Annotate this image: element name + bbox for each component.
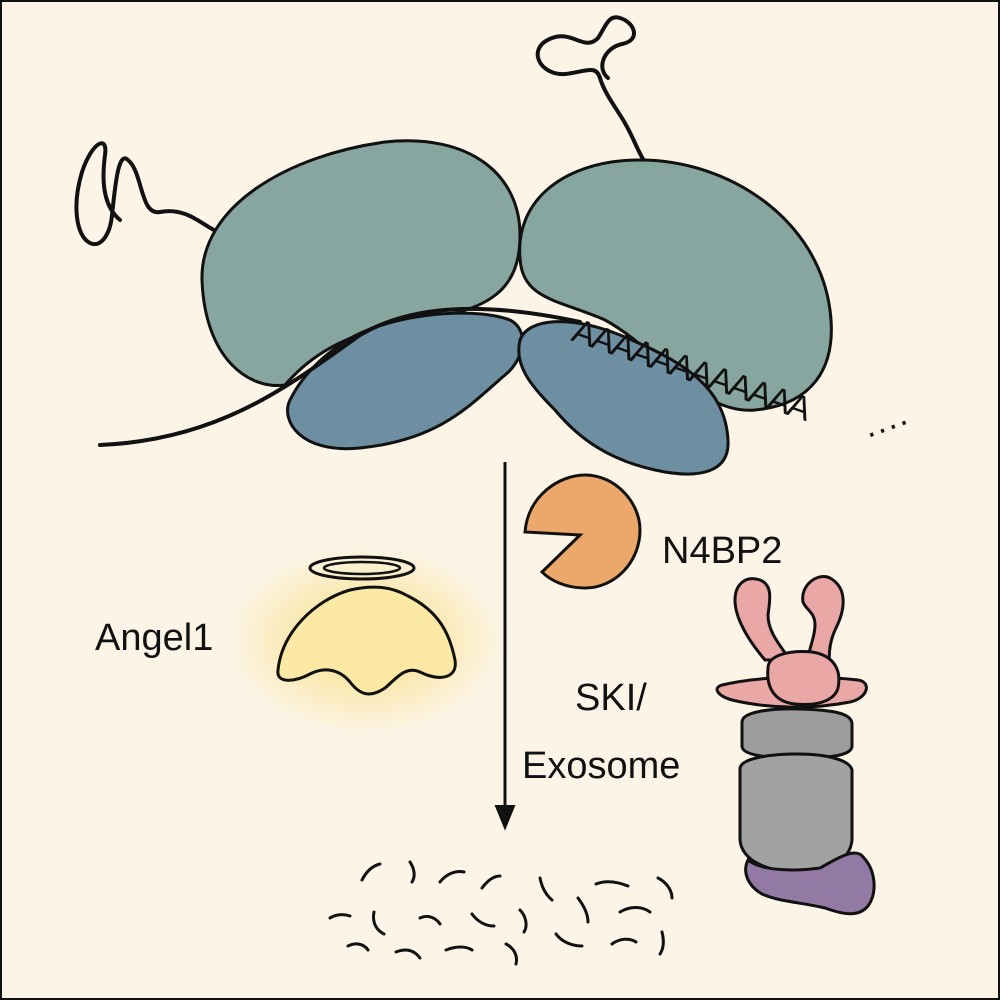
peptide-chain-left: [74, 141, 274, 262]
rna-fragment: [372, 910, 386, 936]
rna-fragment: [504, 942, 518, 966]
rna-fragment: [418, 914, 442, 926]
rna-fragment: [470, 912, 496, 928]
n4bp2-nuclease-icon: [523, 473, 642, 590]
rna-fragment: [444, 945, 474, 952]
exosome-label: Exosome: [522, 745, 680, 787]
peptide-chain-right: [535, 15, 666, 224]
rna-fragment: [518, 908, 528, 934]
rna-fragment: [538, 876, 554, 902]
mrna-strand: [98, 306, 582, 447]
angel1-halo-inner-ring: [322, 560, 402, 576]
rna-fragment: [656, 876, 674, 900]
ski-complex-arm-right: [801, 575, 845, 672]
rna-fragments: [328, 860, 674, 966]
n4bp2-label: N4BP2: [662, 530, 782, 572]
pathway-arrow-head: [494, 805, 516, 831]
ribosome-large-subunit-left: [200, 139, 522, 388]
exosome-core-barrel: [738, 752, 854, 874]
angel1-halo-outer-ring: [308, 555, 416, 581]
rna-fragment: [554, 932, 584, 948]
ski-complex-core: [766, 650, 841, 706]
rna-fragment: [618, 906, 652, 914]
ski-complex-arm-left: [733, 577, 793, 662]
rna-fragment: [346, 942, 370, 952]
exosome-cap: [740, 707, 854, 760]
rna-fragment: [408, 860, 416, 884]
angel1-label: Angel1: [95, 617, 213, 659]
ski-complex-label: SKI/: [575, 677, 647, 719]
rna-fragment: [328, 913, 352, 920]
rna-fragment: [480, 874, 502, 890]
rna-fragment: [658, 930, 665, 956]
rna-fragment: [610, 937, 638, 946]
rna-fragment: [394, 948, 422, 960]
rna-fragment: [576, 896, 590, 924]
exosome-base-subunit: [744, 851, 876, 916]
rna-fragment: [438, 870, 466, 884]
rna-fragment: [360, 862, 382, 882]
rna-fragment: [594, 880, 630, 888]
angel1-protein-shape: [276, 585, 457, 696]
ribosome-large-subunit-right: [518, 158, 833, 412]
ribosome-small-subunit-right: [517, 320, 730, 476]
